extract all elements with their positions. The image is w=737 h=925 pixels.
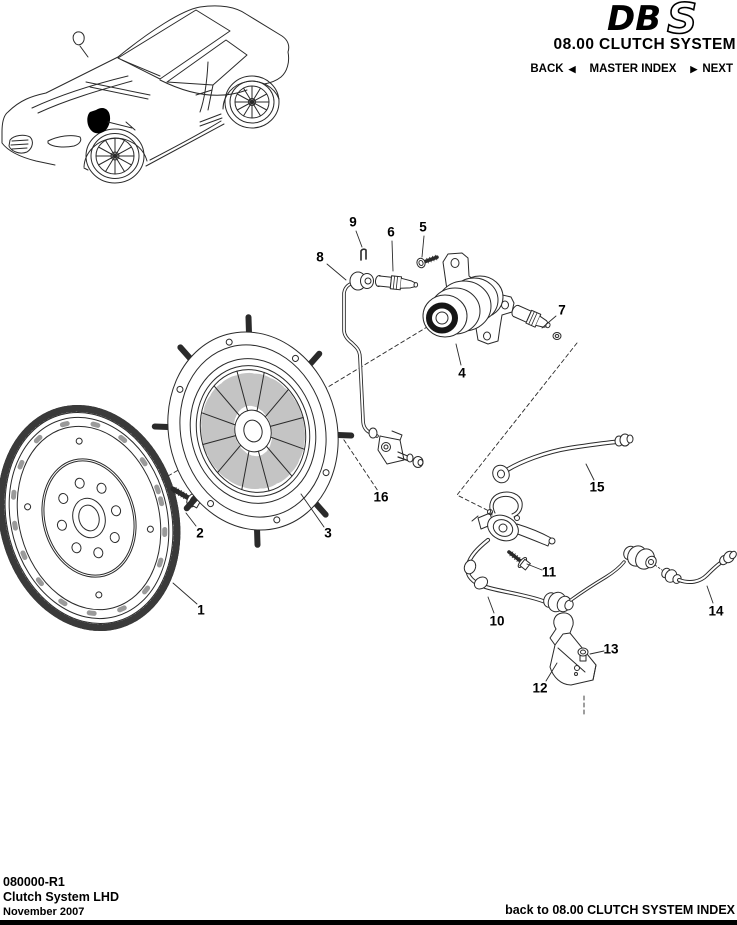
car-illustration [1,5,290,184]
nav-master-index-link[interactable]: MASTER INDEX [590,63,677,75]
logo-db: DB [607,0,661,36]
master-cylinder-part [463,491,626,613]
bracket-part [549,612,597,686]
fitting-seal-part [552,332,562,340]
callout-15-hose: 15 [589,479,605,495]
clutch-location-highlight [87,108,111,134]
hose-14-part [661,550,737,585]
retaining-clip-part [360,248,367,261]
callout-5-bolt: 5 [419,219,427,235]
callout-12-bracket: 12 [532,680,548,696]
nav-back-label: BACK [530,63,564,75]
leader-lines [172,230,714,682]
callout-14-hose: 14 [708,603,724,619]
dbs-logo: DB S [607,0,698,36]
callout-4-slave-cylinder: 4 [458,365,466,381]
bottom-bar [0,920,737,925]
callout-7-fitting: 7 [558,302,566,318]
doc-code: 080000-R1 [3,875,65,889]
doc-title: Clutch System LHD [3,889,119,904]
nav-next-label: NEXT [702,63,733,75]
callout-6-bleed-screw: 6 [387,224,395,240]
callout-1-flywheel: 1 [197,602,205,618]
flywheel-part [0,404,181,632]
next-arrow-icon: ▶ [690,63,698,74]
callout-10-master-cylinder: 10 [489,613,505,629]
callout-3-clutch-cover: 3 [324,525,332,541]
doc-date: November 2007 [3,905,85,918]
nav-next-link[interactable]: ▶ NEXT [690,63,733,75]
nav-master-index-label: MASTER INDEX [589,63,677,75]
quick-connector-part [623,545,663,571]
callout-2-flywheel-bolt: 2 [196,525,204,541]
bolt-11-part [507,550,531,571]
bolt-5-part [416,254,439,269]
callout-8-pipe: 8 [316,249,324,265]
hydraulic-pipe-part [342,271,379,439]
slave-cylinder-part [422,252,515,345]
pipe-fitting-block-part [377,430,424,468]
callout-13-screw: 13 [603,641,619,657]
connector-fitting-part [511,304,551,329]
hose-15-part [492,433,634,484]
clutch-cover-part [151,314,355,548]
callout-11-bolt: 11 [541,564,557,580]
callout-9-clip: 9 [349,214,357,230]
page-title: 08.00 CLUTCH SYSTEM [553,36,736,53]
footer-doc-info: 080000-R1 Clutch System LHD November 200… [3,875,119,918]
callout-16-pipe-fitting: 16 [373,489,389,505]
back-arrow-icon: ◀ [568,63,576,74]
bracket-screw-part [577,647,589,662]
nav-back-link[interactable]: BACK ◀ [530,63,575,75]
back-to-index-link[interactable]: back to 08.00 CLUTCH SYSTEM INDEX [505,903,735,917]
logo-s: S [667,0,697,36]
bleed-screw-part [374,275,419,291]
header-nav: BACK ◀ MASTER INDEX ▶ NEXT [530,63,733,75]
